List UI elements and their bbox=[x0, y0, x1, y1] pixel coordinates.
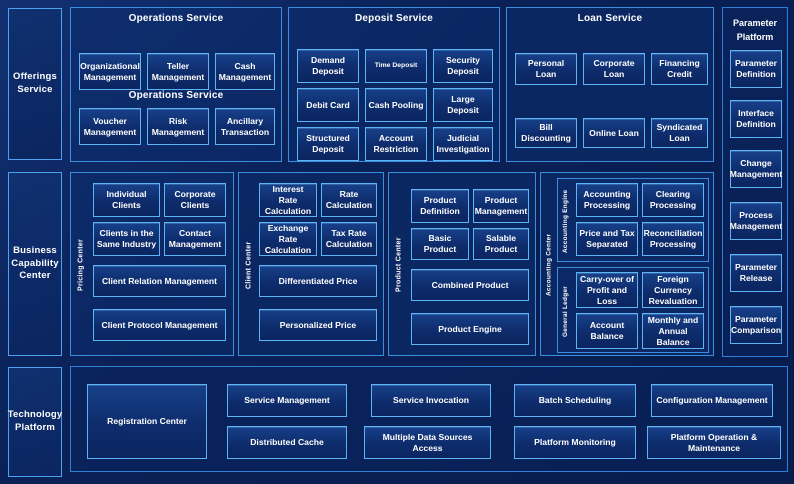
group-client-center[interactable]: Pricing Center Individual Clients Corpor… bbox=[70, 172, 234, 356]
tile-interest-rate-calculation[interactable]: Interest Rate Calculation bbox=[259, 183, 317, 217]
tile-judicial-investigation[interactable]: Judicial Investigation bbox=[433, 127, 493, 161]
vertical-label-client-center: Client Center bbox=[245, 241, 253, 289]
tile-basic-product[interactable]: Basic Product bbox=[411, 228, 469, 260]
group-accounting-center[interactable]: Accounting Center Accounting Engine Acco… bbox=[540, 172, 714, 356]
tile-platform-operation-and-maintenance[interactable]: Platform Operation & Maintenance bbox=[647, 426, 781, 459]
tile-rate-calculation[interactable]: Rate Calculation bbox=[321, 183, 377, 217]
tile-reconciliation-processing[interactable]: Reconciliation Processing bbox=[642, 222, 704, 256]
subgroup-accounting-engine[interactable]: Accounting Engine Accounting Processing … bbox=[557, 178, 709, 262]
tile-product-management[interactable]: Product Management bbox=[473, 189, 529, 223]
tile-structured-deposit[interactable]: Structured Deposit bbox=[297, 127, 359, 161]
group-product-center[interactable]: Product Center Product Definition Produc… bbox=[388, 172, 536, 356]
vertical-label-product-center: Product Center bbox=[395, 237, 403, 293]
tile-voucher-management[interactable]: Voucher Management bbox=[79, 108, 141, 145]
row-label-business-capability-center[interactable]: Business Capability Center bbox=[8, 172, 62, 356]
tile-clients-in-the-same-industry[interactable]: Clients in the Same Industry bbox=[93, 222, 160, 256]
tile-tax-rate-calculation[interactable]: Tax Rate Calculation bbox=[321, 222, 377, 256]
tile-service-invocation[interactable]: Service Invocation bbox=[371, 384, 491, 417]
tile-product-engine[interactable]: Product Engine bbox=[411, 313, 529, 345]
tile-platform-monitoring[interactable]: Platform Monitoring bbox=[514, 426, 636, 459]
tile-client-protocol-management[interactable]: Client Protocol Management bbox=[93, 309, 226, 341]
tile-contact-management[interactable]: Contact Management bbox=[164, 222, 226, 256]
tile-corporate-loan[interactable]: Corporate Loan bbox=[583, 53, 645, 85]
tile-parameter-comparison[interactable]: Parameter Comparison bbox=[730, 306, 782, 344]
tile-parameter-release[interactable]: Parameter Release bbox=[730, 254, 782, 292]
group-title-parameter-platform: Parameter Platform bbox=[732, 18, 778, 43]
group-pricing-center[interactable]: Client Center Interest Rate Calculation … bbox=[238, 172, 384, 356]
tile-carry-over-of-profit-and-loss[interactable]: Carry-over of Profit and Loss bbox=[576, 272, 638, 308]
tile-large-deposit[interactable]: Large Deposit bbox=[433, 88, 493, 122]
group-title-operations-service: Operations Service bbox=[128, 13, 224, 24]
tile-interface-definition[interactable]: Interface Definition bbox=[730, 100, 782, 138]
group-deposit-service[interactable]: Deposit Service Demand Deposit Time Depo… bbox=[288, 7, 500, 162]
tile-corporate-clients[interactable]: Corporate Clients bbox=[164, 183, 226, 217]
tile-individual-clients[interactable]: Individual Clients bbox=[93, 183, 160, 217]
tile-teller-management[interactable]: Teller Management bbox=[147, 53, 209, 90]
tile-syndicated-loan[interactable]: Syndicated Loan bbox=[651, 118, 708, 148]
subgroup-general-ledger[interactable]: General Ledger Carry-over of Profit and … bbox=[557, 267, 709, 353]
tile-batch-scheduling[interactable]: Batch Scheduling bbox=[514, 384, 636, 417]
tile-parameter-definition[interactable]: Parameter Definition bbox=[730, 50, 782, 88]
tile-distributed-cache[interactable]: Distributed Cache bbox=[227, 426, 347, 459]
tile-risk-management[interactable]: Risk Management bbox=[147, 108, 209, 145]
tile-process-management[interactable]: Process Management bbox=[730, 202, 782, 240]
tile-organizational-management[interactable]: Organizational Management bbox=[79, 53, 141, 90]
tile-client-relation-management[interactable]: Client Relation Management bbox=[93, 265, 226, 297]
tile-demand-deposit[interactable]: Demand Deposit bbox=[297, 49, 359, 83]
vertical-label-accounting-center: Accounting Center bbox=[545, 233, 553, 297]
tile-account-restriction[interactable]: Account Restriction bbox=[365, 127, 427, 161]
tile-ancillary-transaction[interactable]: Ancillary Transaction bbox=[215, 108, 275, 145]
tile-account-balance[interactable]: Account Balance bbox=[576, 313, 638, 349]
tile-price-and-tax-separated[interactable]: Price and Tax Separated bbox=[576, 222, 638, 256]
tile-personalized-price[interactable]: Personalized Price bbox=[259, 309, 377, 341]
tile-product-definition[interactable]: Product Definition bbox=[411, 189, 469, 223]
tile-monthly-and-annual-balance[interactable]: Monthly and Annual Balance bbox=[642, 313, 704, 349]
tile-bill-discounting[interactable]: Bill Discounting bbox=[515, 118, 577, 148]
tile-salable-product[interactable]: Salable Product bbox=[473, 228, 529, 260]
tile-online-loan[interactable]: Online Loan bbox=[583, 118, 645, 148]
tile-registration-center[interactable]: Registration Center bbox=[87, 384, 207, 459]
group-title-loan-service: Loan Service bbox=[577, 13, 643, 24]
vertical-label-pricing-center: Pricing Center bbox=[77, 238, 85, 292]
tile-debit-card[interactable]: Debit Card bbox=[297, 88, 359, 122]
tile-accounting-processing[interactable]: Accounting Processing bbox=[576, 183, 638, 217]
group-operations-service[interactable]: Operations Service Operations Service Or… bbox=[70, 7, 282, 162]
group-title-deposit-service: Deposit Service bbox=[354, 13, 434, 24]
tile-security-deposit[interactable]: Security Deposit bbox=[433, 49, 493, 83]
vertical-label-accounting-engine: Accounting Engine bbox=[562, 189, 569, 253]
tile-cash-pooling[interactable]: Cash Pooling bbox=[365, 88, 427, 122]
tile-multiple-data-sources-access[interactable]: Multiple Data Sources Access bbox=[364, 426, 491, 459]
group-loan-service[interactable]: Loan Service Personal Loan Corporate Loa… bbox=[506, 7, 714, 162]
tile-financing-credit[interactable]: Financing Credit bbox=[651, 53, 708, 85]
tile-change-management[interactable]: Change Management bbox=[730, 150, 782, 188]
tile-service-management[interactable]: Service Management bbox=[227, 384, 347, 417]
tile-configuration-management[interactable]: Configuration Management bbox=[651, 384, 773, 417]
vertical-label-general-ledger: General Ledger bbox=[562, 285, 569, 337]
tile-personal-loan[interactable]: Personal Loan bbox=[515, 53, 577, 85]
group-technology-platform[interactable]: Registration Center Service Management S… bbox=[70, 366, 788, 472]
tile-combined-product[interactable]: Combined Product bbox=[411, 269, 529, 301]
tile-foreign-currency-revaluation[interactable]: Foreign Currency Revaluation bbox=[642, 272, 704, 308]
tile-time-deposit[interactable]: Time Deposit bbox=[365, 49, 427, 83]
row-label-offerings-service[interactable]: Offerings Service bbox=[8, 8, 62, 160]
tile-exchange-rate-calculation[interactable]: Exchange Rate Calculation bbox=[259, 222, 317, 256]
group-parameter-platform[interactable]: Parameter Platform Parameter Definition … bbox=[722, 7, 788, 357]
group-title-operations-service-duplicate: Operations Service bbox=[128, 90, 224, 101]
tile-cash-management[interactable]: Cash Management bbox=[215, 53, 275, 90]
tile-differentiated-price[interactable]: Differentiated Price bbox=[259, 265, 377, 297]
row-label-technology-platform[interactable]: Technology Platform bbox=[8, 367, 62, 477]
tile-clearing-processing[interactable]: Clearing Processing bbox=[642, 183, 704, 217]
